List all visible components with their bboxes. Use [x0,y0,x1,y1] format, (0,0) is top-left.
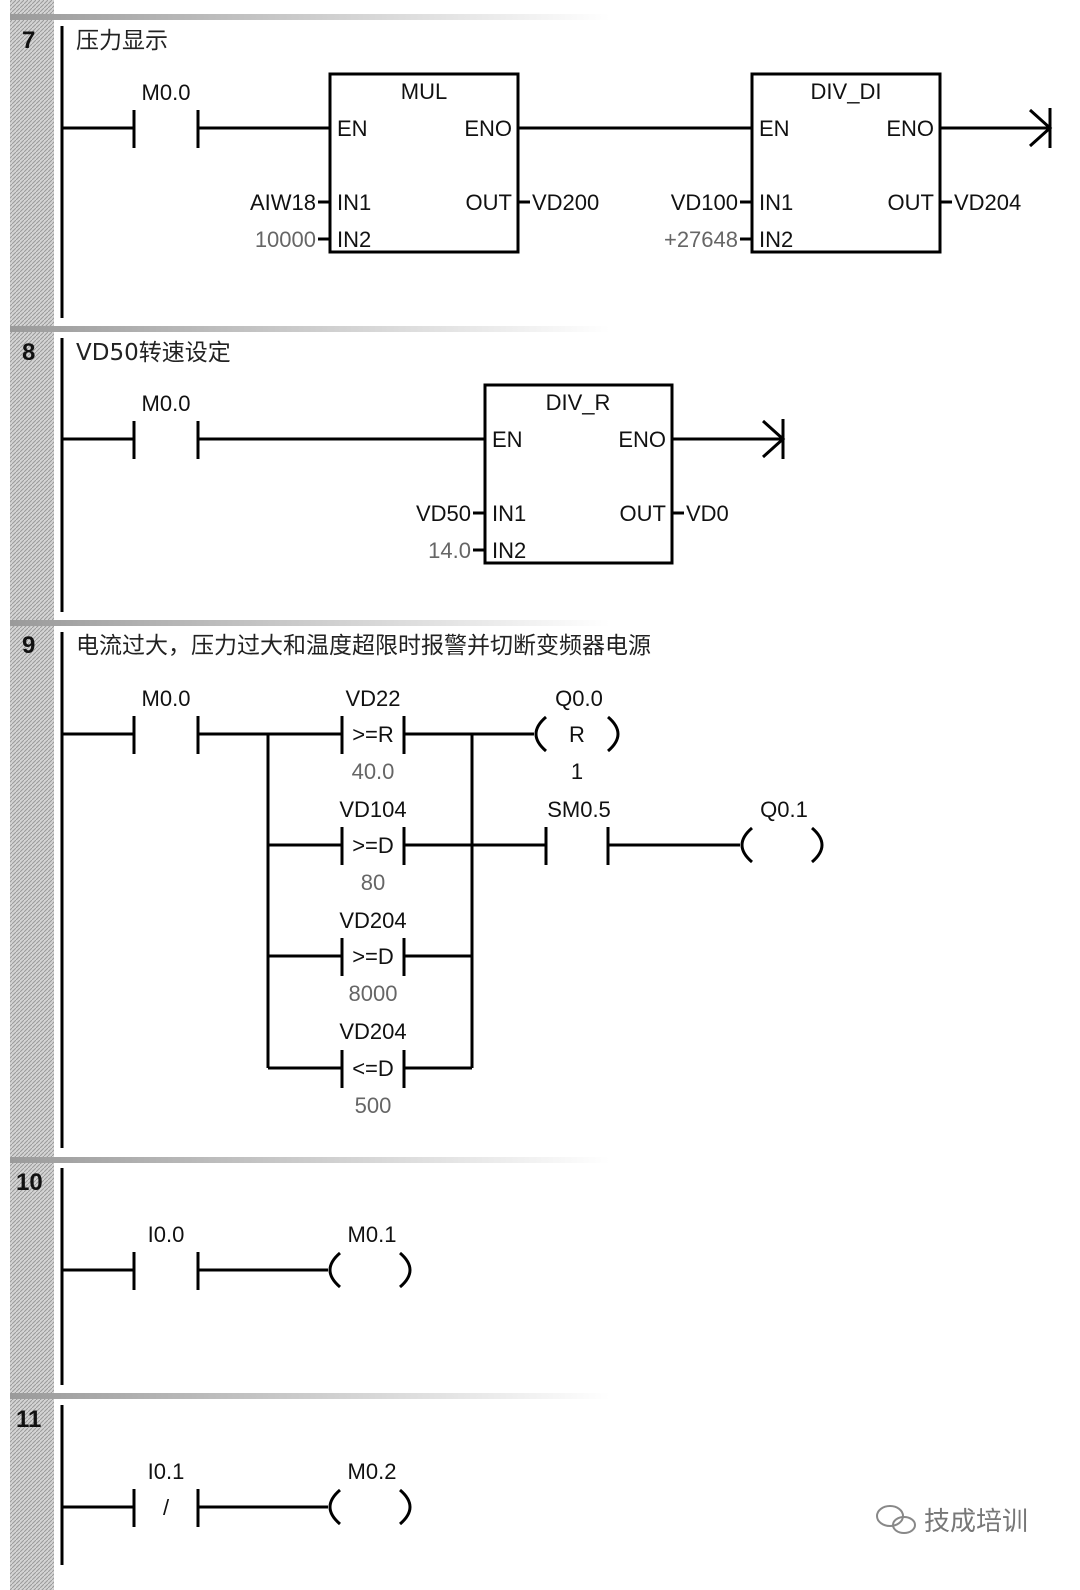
network-separator [10,14,610,20]
wechat-icon [876,1505,916,1534]
contact-address: I0.0 [148,1222,185,1247]
box-title: DIV_DI [811,79,882,104]
coil-left-paren [328,1251,342,1289]
network-separator [10,620,610,626]
compare-value: 8000 [349,981,398,1006]
out-operand: VD200 [532,190,599,215]
comparator-vd104[interactable]: >=D VD104 80 [268,797,472,895]
in1-operand: VD100 [671,190,738,215]
coil-left-paren [740,826,754,864]
network-number: 9 [22,632,35,659]
en-pin: EN [492,427,523,452]
compare-operand: VD22 [345,686,400,711]
coil-address: Q0.0 [555,686,603,711]
compare-operator: <=D [352,1056,394,1081]
coil-right-paren [398,1251,412,1289]
contact-address: M0.0 [142,391,191,416]
contact-address: M0.0 [142,686,191,711]
output-coil[interactable]: Q0.1 [740,797,824,864]
watermark: 技成培训 [876,1505,1028,1537]
coil-right-paren [606,715,620,753]
network-9: 9 电流过大，压力过大和温度超限时报警并切断变频器电源 M0.0 >=R VD2… [22,632,824,1118]
compare-value: 80 [361,870,385,895]
box-title: MUL [401,79,447,104]
output-coil[interactable]: M0.1 [328,1222,412,1289]
compare-operand: VD204 [339,1019,406,1044]
out-pin: OUT [888,190,934,215]
network-separator [10,1157,610,1163]
in1-pin: IN1 [759,190,793,215]
coil-right-paren [398,1488,412,1526]
coil-left-paren [328,1488,342,1526]
reset-coil[interactable]: R Q0.0 1 [534,686,620,784]
in1-pin: IN1 [337,190,371,215]
network-number: 11 [16,1406,41,1433]
contact-address: M0.0 [142,80,191,105]
network-number: 7 [22,27,35,54]
rung-end-arrow-icon [761,419,786,459]
in2-operand: 10000 [255,227,316,252]
en-pin: EN [759,116,790,141]
coil-symbol: R [569,722,585,747]
network-comment: 压力显示 [76,28,168,54]
comparator-vd204-low[interactable]: <=D VD204 500 [268,1019,472,1118]
in1-operand: VD50 [416,501,471,526]
network-8: 8 VD50转速设定 M0.0 DIV_R EN ENO IN1 IN2 OUT… [22,339,786,565]
eno-pin: ENO [464,116,512,141]
in2-operand: +27648 [664,227,738,252]
coil-left-paren [534,715,548,753]
eno-pin: ENO [618,427,666,452]
watermark-text: 技成培训 [924,1507,1028,1537]
compare-value: 40.0 [352,759,395,784]
eno-pin: ENO [886,116,934,141]
contact-address: I0.1 [148,1459,185,1484]
box-title: DIV_R [546,390,611,415]
network-comment: 电流过大，压力过大和温度超限时报警并切断变频器电源 [76,633,651,659]
en-pin: EN [337,116,368,141]
network-7: 7 压力显示 M0.0 MUL EN ENO IN1 IN2 OUT AIW18… [22,27,1053,254]
contact-symbol: / [163,1495,170,1520]
out-operand: VD0 [686,501,729,526]
compare-value: 500 [355,1093,392,1118]
coil-address: Q0.1 [760,797,808,822]
comparator-vd22[interactable]: >=R VD22 40.0 [268,686,472,784]
compare-operator: >=R [352,722,394,747]
network-gutter [10,0,54,1590]
coil-address: M0.1 [348,1222,397,1247]
compare-operand: VD104 [339,797,406,822]
in2-pin: IN2 [337,227,371,252]
div-di-box[interactable] [750,72,942,254]
network-comment: VD50转速设定 [76,340,231,366]
in1-operand: AIW18 [250,190,316,215]
network-separator [10,1393,610,1399]
network-11: 11 / I0.1 M0.2 [16,1406,412,1527]
coil-address: M0.2 [348,1459,397,1484]
network-10: 10 I0.0 M0.1 [16,1169,412,1290]
in2-pin: IN2 [492,538,526,563]
compare-operator: >=D [352,944,394,969]
out-operand: VD204 [954,190,1021,215]
div-r-box[interactable] [483,383,674,565]
coil-count: 1 [571,759,583,784]
contact-address: SM0.5 [547,797,611,822]
output-coil[interactable]: M0.2 [328,1459,412,1526]
in1-pin: IN1 [492,501,526,526]
out-pin: OUT [620,501,666,526]
network-separator [10,326,610,332]
network-number: 10 [16,1169,43,1196]
rung-end-arrow-icon [1028,108,1053,148]
compare-operand: VD204 [339,908,406,933]
compare-operator: >=D [352,833,394,858]
mul-box[interactable] [328,72,520,254]
in2-pin: IN2 [759,227,793,252]
in2-operand: 14.0 [428,538,471,563]
coil-right-paren [810,826,824,864]
comparator-vd204-high[interactable]: >=D VD204 8000 [268,908,472,1006]
out-pin: OUT [466,190,512,215]
network-number: 8 [22,339,35,366]
